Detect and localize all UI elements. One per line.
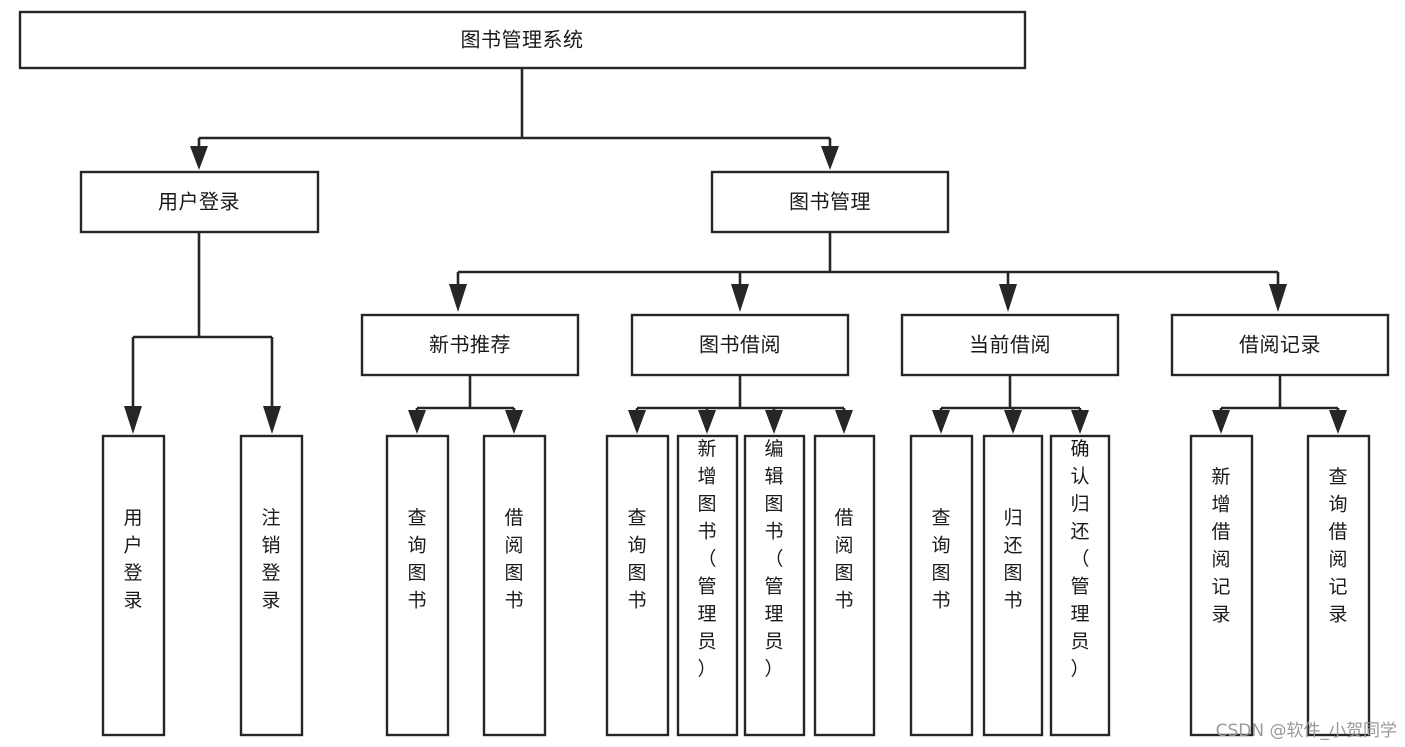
node-new-book-recommend-label: 新书推荐: [429, 333, 511, 357]
node-leaf-borrow-lend-book-box[interactable]: [813, 434, 876, 737]
node-user-login[interactable]: 用户登录: [79, 170, 320, 234]
node-current-borrow[interactable]: 当前借阅: [900, 313, 1120, 377]
node-leaf-cur-confirm-return-label: 确认归还（管理员）: [1070, 438, 1089, 680]
node-leaf-cur-query-book-box[interactable]: [909, 434, 974, 737]
node-leaf-user-logout-label: 注销登录: [261, 507, 280, 612]
node-leaf-rec-query-record-box[interactable]: [1306, 434, 1371, 737]
node-leaf-rec-add-record[interactable]: 新增借阅记录: [1189, 434, 1254, 737]
node-book-borrow[interactable]: 图书借阅: [630, 313, 850, 377]
node-leaf-rec-borrow-book[interactable]: 借阅图书: [482, 434, 547, 737]
node-book-manage[interactable]: 图书管理: [710, 170, 950, 234]
node-borrow-record-label: 借阅记录: [1239, 333, 1321, 357]
node-leaf-borrow-lend-book-label: 借阅图书: [834, 507, 853, 612]
node-leaf-rec-query-record[interactable]: 查询借阅记录: [1306, 434, 1371, 737]
node-user-login-label: 用户登录: [158, 190, 240, 214]
arrow-head-leaf-rec-query-record: [1329, 410, 1347, 434]
arrow-head-current-borrow: [999, 284, 1017, 312]
arrow-head-leaf-cur-query-book: [932, 410, 950, 434]
node-borrow-record[interactable]: 借阅记录: [1170, 313, 1390, 377]
node-leaf-rec-add-record-box[interactable]: [1189, 434, 1254, 737]
arrow-head-leaf-cur-return-book: [1004, 410, 1022, 434]
node-leaf-user-login-label: 用户登录: [123, 507, 142, 612]
node-leaf-user-logout-box[interactable]: [239, 434, 304, 737]
node-leaf-user-logout[interactable]: 注销登录: [239, 434, 304, 737]
node-leaf-rec-query-book[interactable]: 查询图书: [385, 434, 450, 737]
arrow-head-book-manage: [821, 146, 839, 170]
arrow-head-leaf-borrow-add-book: [698, 410, 716, 434]
node-user-login-box[interactable]: [79, 170, 320, 234]
node-leaf-borrow-edit-book-label: 编辑图书（管理员）: [764, 438, 783, 680]
node-root-box[interactable]: [18, 10, 1027, 70]
node-book-borrow-label: 图书借阅: [699, 333, 781, 357]
node-leaf-borrow-edit-book-box[interactable]: [743, 434, 806, 737]
node-current-borrow-box[interactable]: [900, 313, 1120, 377]
node-leaf-cur-confirm-return-box[interactable]: [1049, 434, 1111, 737]
node-leaf-cur-query-book[interactable]: 查询图书: [909, 434, 974, 737]
node-current-borrow-label: 当前借阅: [969, 333, 1051, 357]
node-leaf-borrow-add-book[interactable]: 新增图书（管理员）: [676, 434, 739, 737]
node-root-label: 图书管理系统: [461, 28, 584, 52]
node-leaf-cur-query-book-label: 查询图书: [931, 507, 950, 612]
node-leaf-borrow-lend-book[interactable]: 借阅图书: [813, 434, 876, 737]
node-new-book-recommend[interactable]: 新书推荐: [360, 313, 580, 377]
arrow-head-leaf-user-login: [124, 406, 142, 434]
node-leaf-borrow-query-book-label: 查询图书: [627, 507, 646, 612]
node-leaf-cur-return-book[interactable]: 归还图书: [982, 434, 1044, 737]
node-new-book-recommend-box[interactable]: [360, 313, 580, 377]
arrow-head-leaf-user-logout: [263, 406, 281, 434]
arrow-head-leaf-rec-add-record: [1212, 410, 1230, 434]
node-leaf-rec-query-book-label: 查询图书: [407, 507, 426, 612]
node-leaf-rec-borrow-book-label: 借阅图书: [504, 507, 523, 612]
node-leaf-cur-return-book-box[interactable]: [982, 434, 1044, 737]
node-leaf-borrow-query-book-box[interactable]: [605, 434, 670, 737]
node-book-borrow-box[interactable]: [630, 313, 850, 377]
node-leaf-borrow-add-book-label: 新增图书（管理员）: [697, 438, 716, 680]
arrow-head-leaf-borrow-lend-book: [835, 410, 853, 434]
node-book-manage-box[interactable]: [710, 170, 950, 234]
node-leaf-user-login-box[interactable]: [101, 434, 166, 737]
node-leaf-rec-borrow-book-box[interactable]: [482, 434, 547, 737]
arrow-head-leaf-borrow-edit-book: [765, 410, 783, 434]
arrow-head-leaf-rec-query-book: [408, 410, 426, 434]
arrow-head-borrow-record: [1269, 284, 1287, 312]
node-leaf-borrow-query-book[interactable]: 查询图书: [605, 434, 670, 737]
node-leaf-cur-return-book-label: 归还图书: [1003, 507, 1022, 612]
arrow-head-leaf-borrow-query-book: [628, 410, 646, 434]
node-leaf-rec-query-book-box[interactable]: [385, 434, 450, 737]
arrow-head-new-book-recommend: [449, 284, 467, 312]
node-borrow-record-box[interactable]: [1170, 313, 1390, 377]
arrow-head-leaf-cur-confirm-return: [1071, 410, 1089, 434]
node-leaf-borrow-edit-book[interactable]: 编辑图书（管理员）: [743, 434, 806, 737]
arrow-head-user-login: [190, 146, 208, 170]
arrow-head-book-borrow: [731, 284, 749, 312]
node-leaf-rec-query-record-label: 查询借阅记录: [1328, 466, 1347, 626]
node-book-manage-label: 图书管理: [789, 190, 871, 214]
node-leaf-borrow-add-book-box[interactable]: [676, 434, 739, 737]
node-leaf-rec-add-record-label: 新增借阅记录: [1211, 466, 1230, 626]
node-leaf-user-login[interactable]: 用户登录: [101, 434, 166, 737]
arrow-head-leaf-rec-borrow-book: [505, 410, 523, 434]
node-leaf-cur-confirm-return[interactable]: 确认归还（管理员）: [1049, 434, 1111, 737]
connector-layer: [124, 68, 1347, 434]
node-root[interactable]: 图书管理系统: [18, 10, 1027, 70]
